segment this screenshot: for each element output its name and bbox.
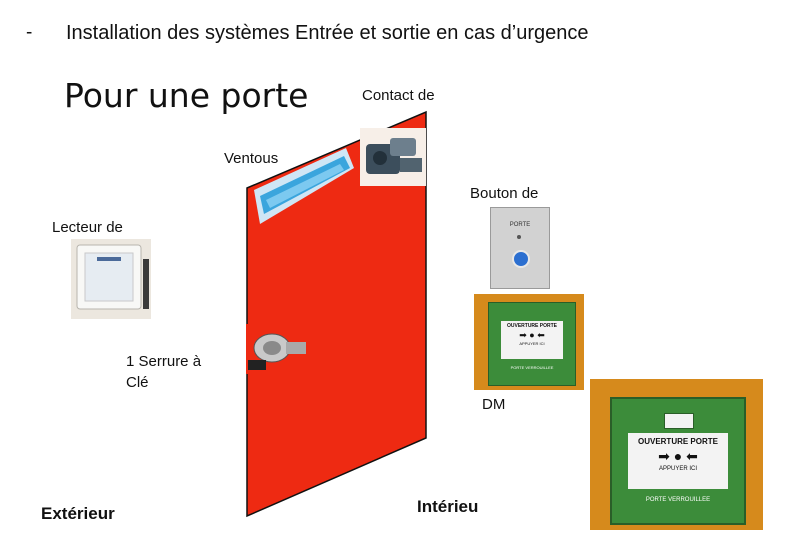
contact-photo [360, 128, 426, 186]
bouton-photo: PORTE [490, 207, 550, 289]
bouton-plate-label: PORTE [509, 222, 531, 228]
dm-small-title: OUVERTURE PORTE [506, 323, 557, 329]
exit-sign-icon [664, 413, 694, 429]
dm-large-arrows-icon: ➡ ● ⬅ [658, 448, 698, 464]
ventouse-photo [254, 148, 354, 224]
label-lecteur: Lecteur de [52, 219, 123, 236]
dm-photo-small: OUVERTURE PORTE ➡ ● ⬅ APPUYER ICI PORTE … [474, 294, 584, 390]
dm-photo-large: OUVERTURE PORTE ➡ ● ⬅ APPUYER ICI PORTE … [590, 379, 763, 530]
lecteur-photo [71, 239, 151, 319]
slide-subtitle: Pour une porte [64, 76, 309, 115]
bouton-led-icon [517, 235, 521, 239]
bullet-dash: - [26, 22, 33, 43]
slide-heading: Installation des systèmes Entrée et sort… [66, 22, 589, 44]
label-exterieur: Extérieur [41, 504, 115, 523]
label-serrure-line1: 1 Serrure à [126, 353, 202, 370]
dm-large-sub: APPUYER ICI [658, 466, 697, 472]
dm-small-sub: APPUYER ICI [519, 341, 545, 346]
dm-large-title: OUVERTURE PORTE [637, 437, 718, 446]
label-interieur: Intérieu [417, 497, 479, 516]
dm-large-footer: PORTE VERROUILLEE [645, 497, 711, 503]
dm-small-footer: PORTE VERROUILLEE [510, 365, 554, 370]
label-contact: Contact de [362, 87, 435, 104]
label-serrure-line2: Clé [126, 374, 149, 391]
label-dm: DM [482, 396, 506, 413]
label-ventous: Ventous [224, 150, 279, 167]
bouton-push-icon [512, 250, 530, 268]
dm-small-arrows-icon: ➡ ● ⬅ [519, 330, 545, 340]
label-bouton: Bouton de [470, 185, 539, 202]
serrure-photo [246, 324, 310, 374]
